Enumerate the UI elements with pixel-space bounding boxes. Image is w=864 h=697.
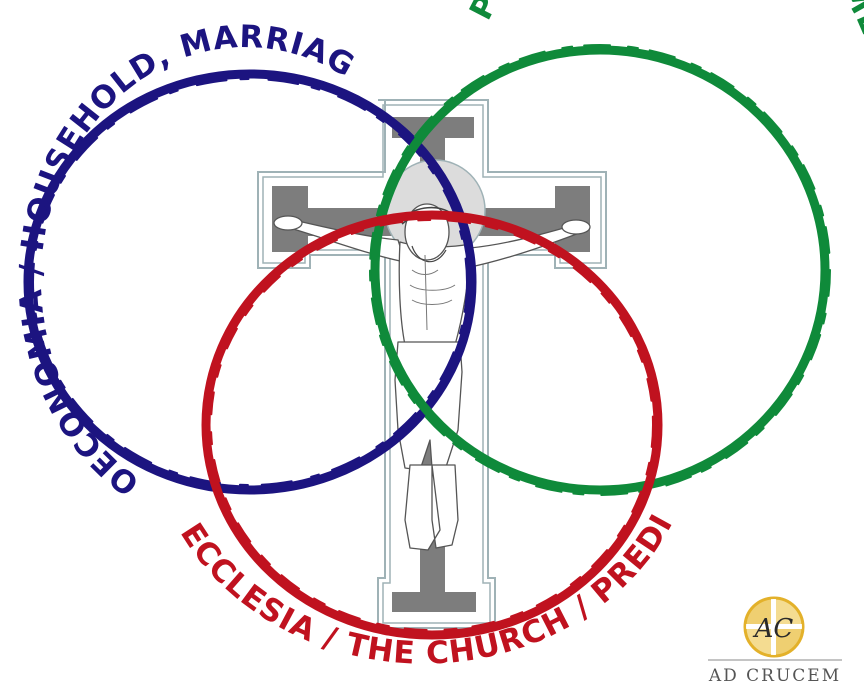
government-circle-texture [369,44,831,496]
ad-crucem-logo: AC AD CRUCEM [708,596,842,686]
right-hand [561,219,591,235]
left-hand [273,215,303,231]
logo-text: AD CRUCEM [708,666,841,686]
legs [404,464,459,551]
ribs [409,254,456,331]
household-circle-texture [32,78,468,486]
logo-monogram: AC [753,614,794,644]
venn-rings [23,44,831,640]
government-circle [370,45,830,495]
church-circle [201,210,663,640]
government-label: POLITIA / CIVIL GOVERNMENT [463,0,864,86]
household-circle [23,69,477,495]
beard [411,245,447,263]
church-circle-texture [210,219,654,631]
